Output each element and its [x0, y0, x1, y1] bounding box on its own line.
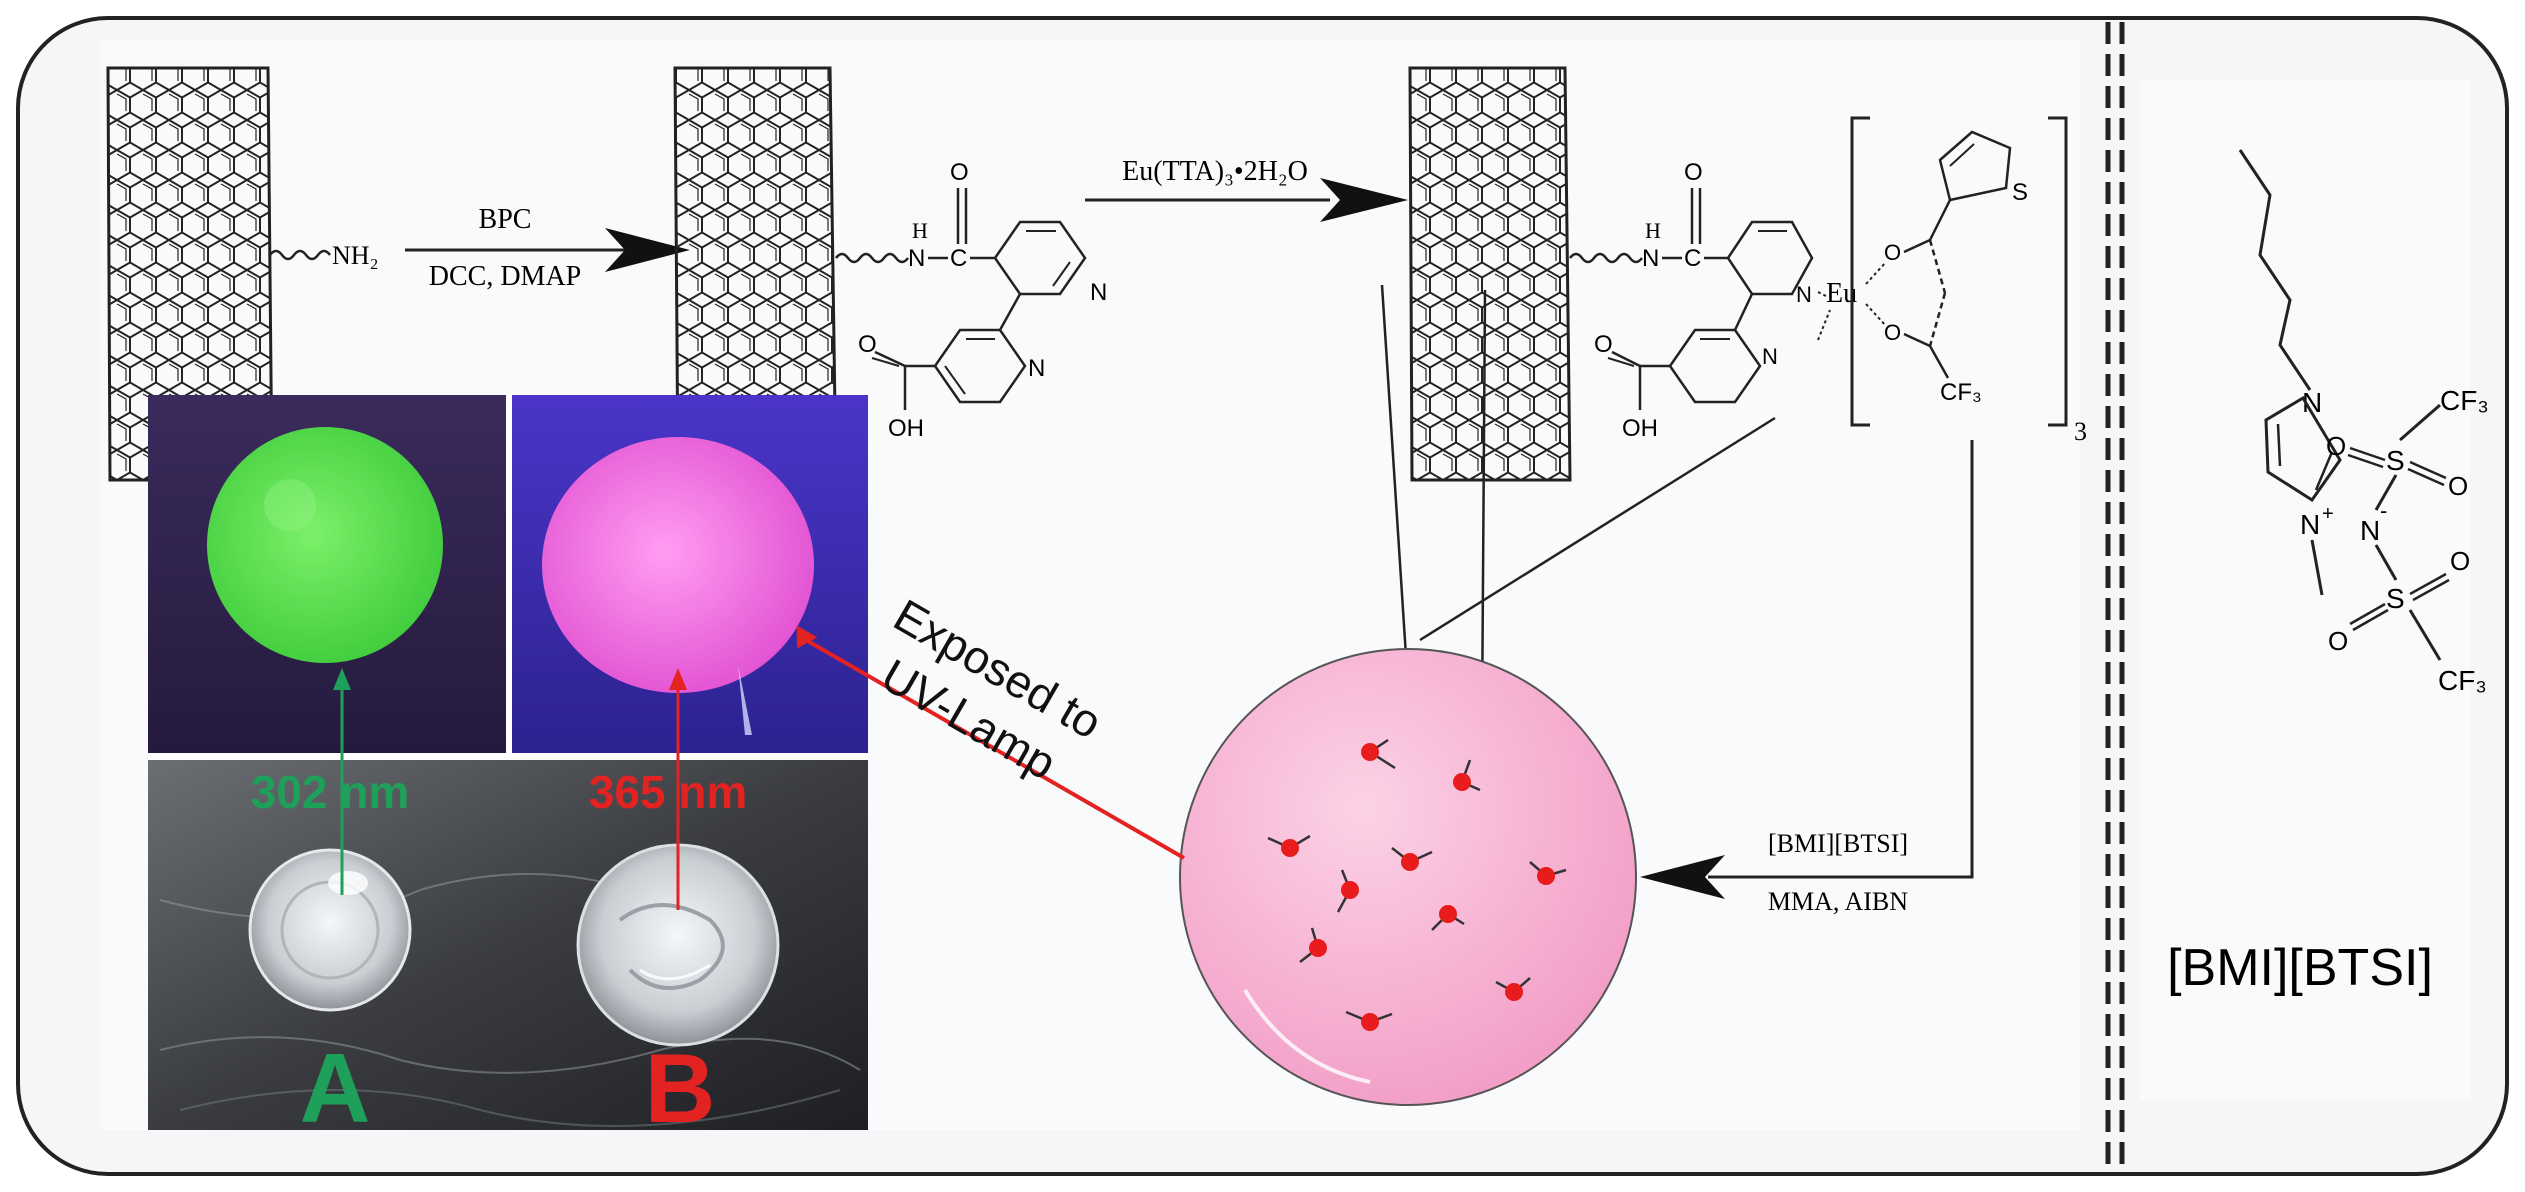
wavy-bond-3 — [1569, 252, 1643, 264]
complex-acid-oh: OH — [1622, 415, 1658, 442]
polymer-chains — [1267, 738, 1567, 1031]
europium-dot — [1537, 867, 1555, 885]
nh2-label: NH₂ — [332, 241, 379, 270]
wavelength-a-label: 302 nm — [251, 766, 410, 818]
imidazolium-n2: N — [2300, 509, 2320, 540]
step1-reagent-top: BPC — [479, 204, 532, 235]
anion-cf3-bottom: CF₃ — [2438, 665, 2487, 696]
pink-disc — [542, 437, 814, 693]
polymer-sphere — [1179, 648, 1637, 1106]
thiophene-s: S — [2012, 179, 2028, 206]
sample-a-label: A — [300, 1033, 371, 1143]
imidazolium-plus: + — [2322, 503, 2334, 525]
amide-h: H — [912, 218, 928, 243]
anion-minus: - — [2380, 498, 2387, 523]
red-connector — [805, 638, 1185, 860]
cnt-bipyridine-molecule: H N C O N N O OH — [673, 66, 1107, 482]
anion-o1: O — [2326, 431, 2346, 461]
ionic-liquid-structure: N N + CF₃ S O O N - S O O CF₃ [BMI][BTSI… — [2167, 149, 2489, 997]
europium-dot — [1505, 983, 1523, 1001]
wavy-bond-1 — [269, 249, 331, 261]
complex-amide-c: C — [1684, 245, 1701, 272]
complex-acid-o: O — [1594, 331, 1613, 358]
europium-dot — [1453, 773, 1471, 791]
anion-s1: S — [2386, 445, 2405, 476]
step2-arrow: Eu(TTA)₃•2H₂O — [1085, 156, 1408, 222]
anion-o3: O — [2450, 546, 2470, 576]
step3-reagent-top: [BMI][BTSI] — [1768, 829, 1908, 858]
complex-amide-o: O — [1684, 159, 1703, 186]
right-bracket — [2048, 116, 2068, 427]
complex-amide-h: H — [1645, 218, 1661, 243]
photo-panel: 302 nm 365 nm A B — [148, 395, 868, 1143]
tta-cf3: CF₃ — [1940, 379, 1982, 406]
tta-o-2: O — [1884, 320, 1901, 345]
ligand-count: 3 — [2074, 417, 2087, 446]
step3-reagent-bottom: MMA, AIBN — [1768, 887, 1908, 916]
anion-o2: O — [2448, 471, 2468, 501]
europium-dot — [1439, 905, 1457, 923]
left-bracket — [1850, 116, 1870, 427]
step3-arrow: [BMI][BTSI] MMA, AIBN — [1640, 440, 1974, 916]
tta-o-1: O — [1884, 240, 1901, 265]
leader-line-2 — [1480, 289, 1487, 723]
anion-n: N — [2360, 515, 2380, 546]
acid-o-2: O — [858, 331, 877, 358]
acid-oh-2: OH — [888, 415, 924, 442]
wavy-bond-2 — [835, 252, 909, 264]
europium-dot — [1401, 853, 1419, 871]
ionic-liquid-name: [BMI][BTSI] — [2167, 939, 2433, 997]
amide-n: N — [908, 245, 925, 272]
complex-pyridine-n-1: N — [1796, 282, 1812, 307]
leader-line-3 — [1419, 416, 1776, 642]
europium-dot — [1361, 743, 1379, 761]
complex-pyridine-n-2: N — [1762, 344, 1778, 369]
anion-o4: O — [2328, 626, 2348, 656]
glass-disc-a — [248, 848, 412, 1012]
step2-reagent: Eu(TTA)₃•2H₂O — [1122, 156, 1308, 187]
amide-o: O — [950, 159, 969, 186]
pyridine-n-2: N — [1028, 355, 1045, 382]
pyridine-n-1: N — [1090, 279, 1107, 306]
step1-reagent-bottom: DCC, DMAP — [429, 261, 581, 292]
europium-dot — [1281, 839, 1299, 857]
leader-line-1 — [1380, 284, 1412, 719]
amide-c: C — [950, 245, 967, 272]
step1-arrow: BPC DCC, DMAP — [405, 204, 690, 292]
anion-s2: S — [2386, 583, 2405, 614]
europium-dot — [1309, 939, 1327, 957]
europium-dot — [1361, 1013, 1379, 1031]
europium-dot — [1341, 881, 1359, 899]
cnt-europium-complex: H N C O N N O OH Eu O O — [1408, 66, 2087, 482]
sample-b-label: B — [645, 1033, 716, 1143]
imidazolium-n1: N — [2302, 387, 2322, 418]
nanotube-3 — [1408, 66, 1572, 482]
complex-amide-n: N — [1642, 245, 1659, 272]
green-disc — [207, 427, 443, 663]
wavelength-b-label: 365 nm — [589, 766, 748, 818]
anion-cf3-top: CF₃ — [2440, 385, 2489, 416]
